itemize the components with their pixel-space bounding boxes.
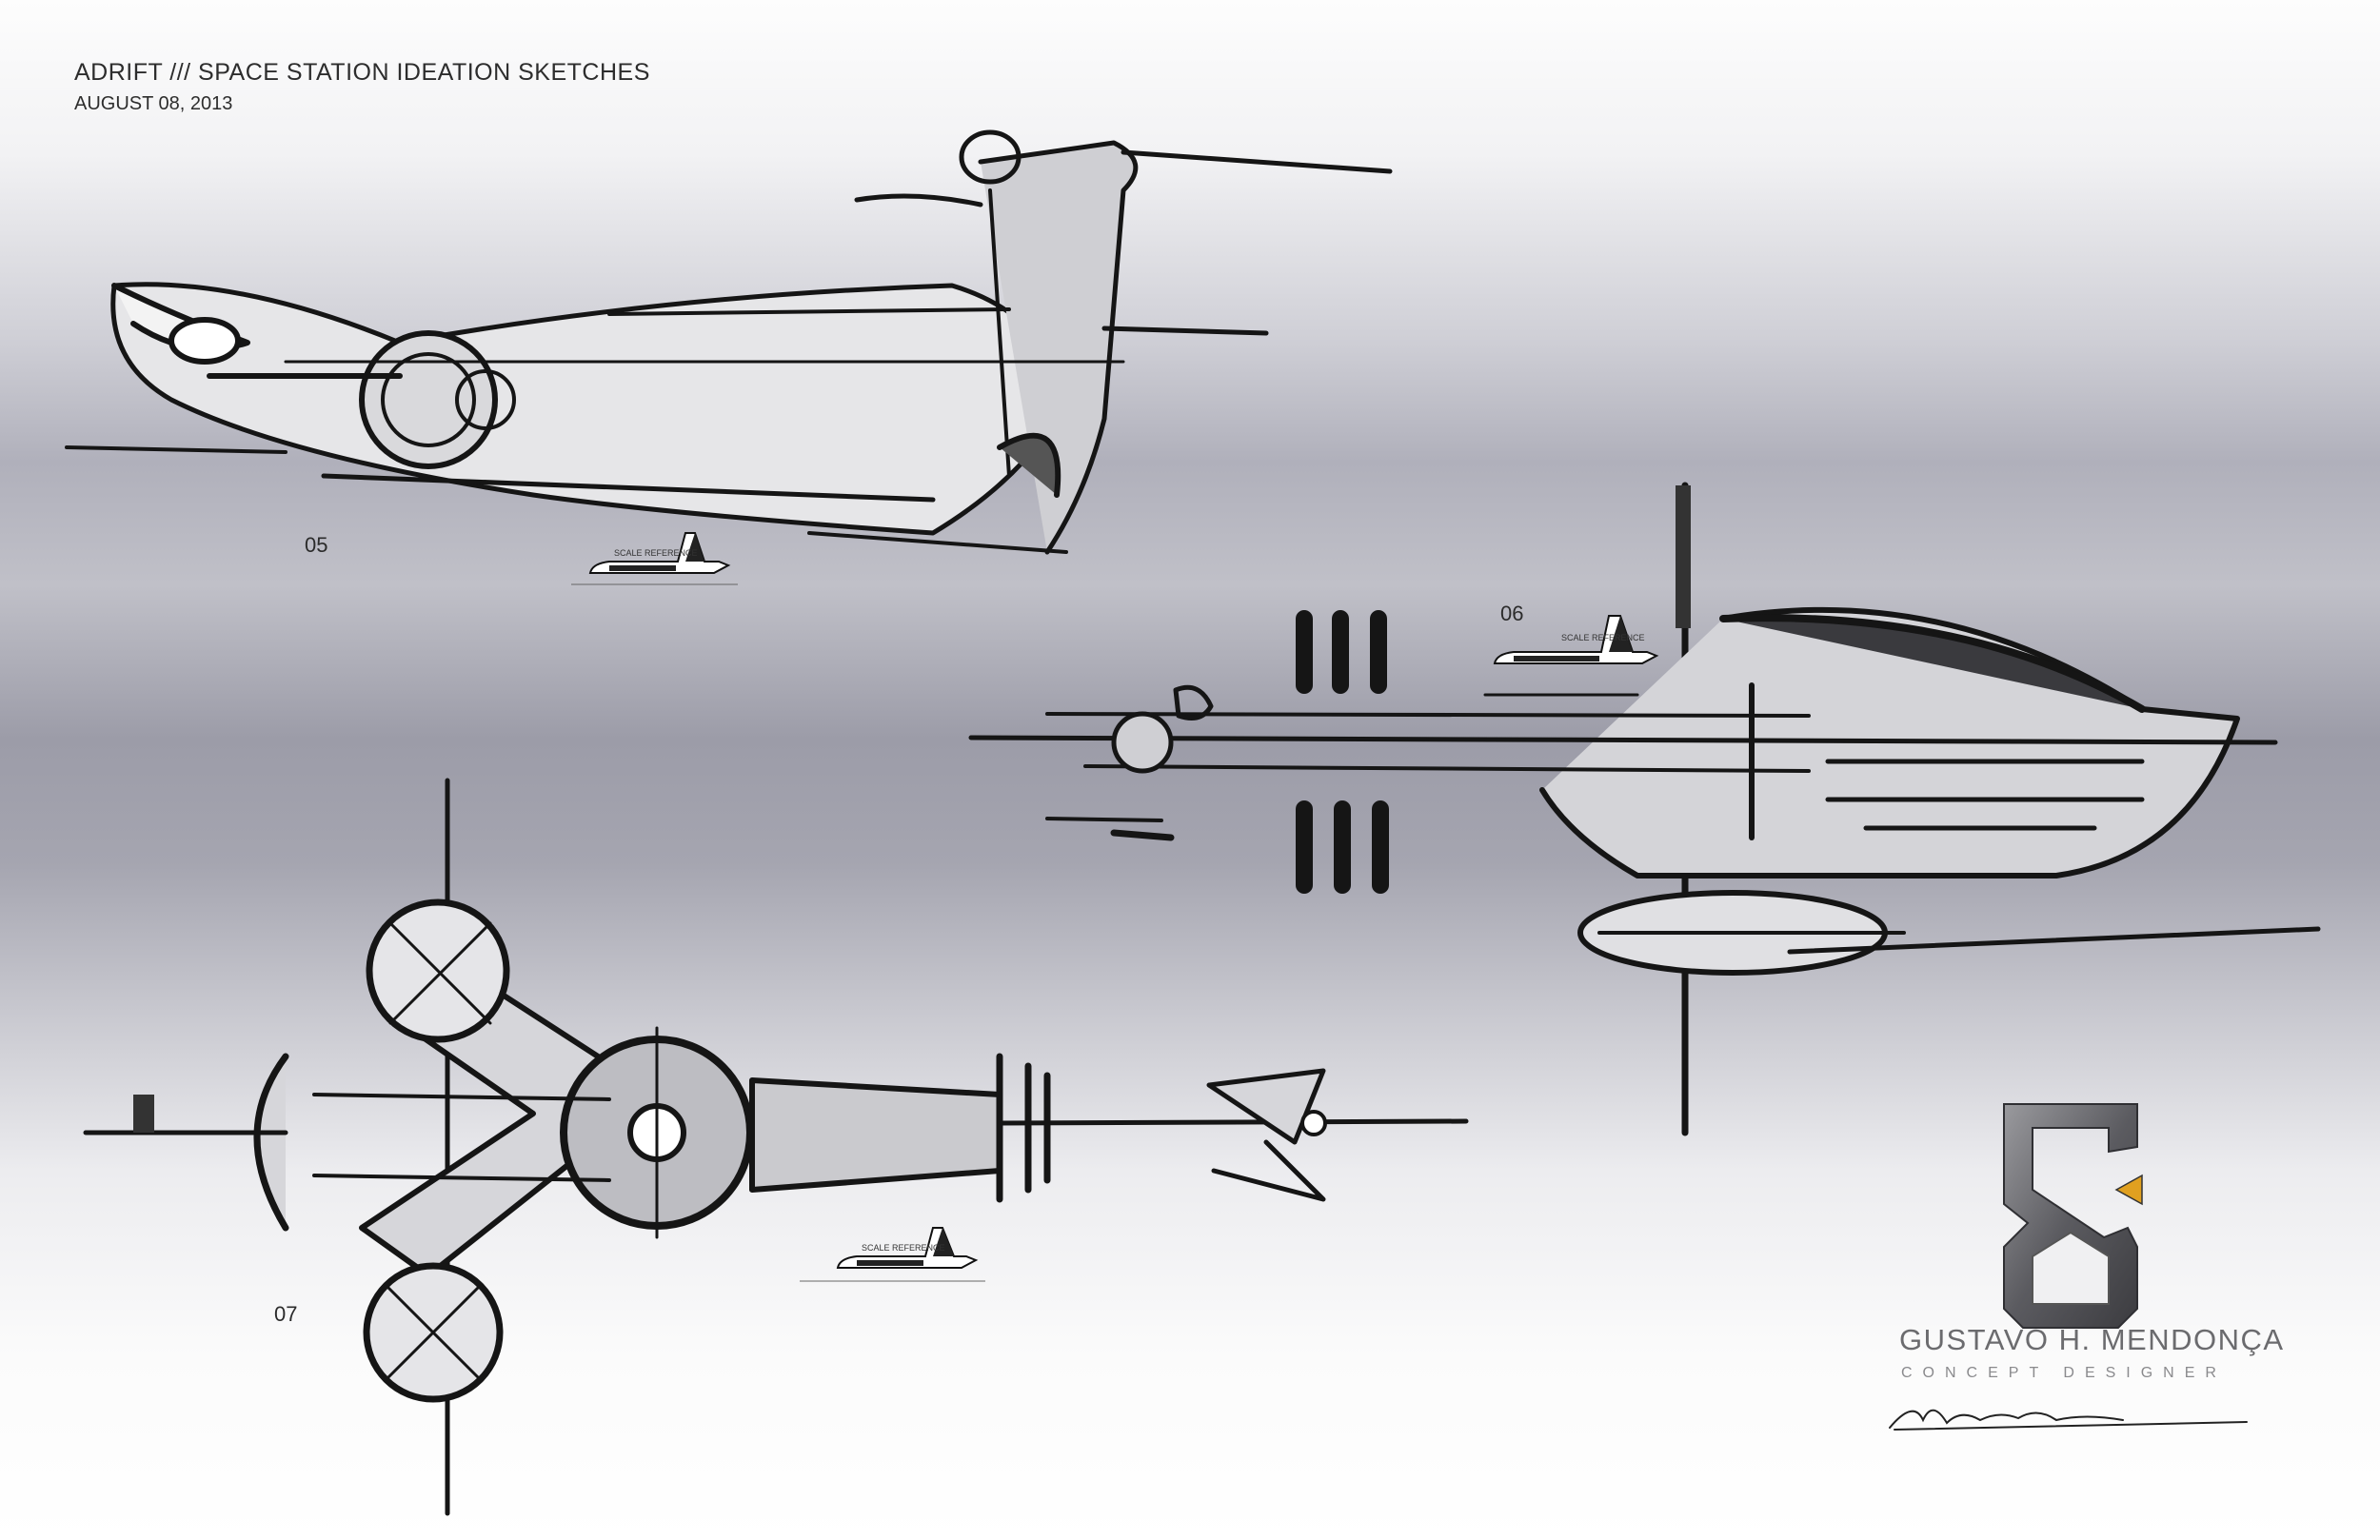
scale-reference-07: SCALE REFERENCE — [862, 1243, 945, 1253]
signature-icon — [1889, 1409, 2248, 1431]
sketch-05 — [65, 129, 1393, 555]
page-title: ADRIFT /// SPACE STATION IDEATION SKETCH… — [74, 59, 650, 86]
designer-role: CONCEPT DESIGNER — [1901, 1365, 2227, 1381]
sketch-label-07: 07 — [274, 1302, 298, 1326]
sketch-label-05: 05 — [305, 533, 328, 557]
scale-reference-06: SCALE REFERENCE — [1561, 633, 1645, 642]
designer-name: GUSTAVO H. MENDONÇA — [1899, 1323, 2285, 1356]
sketch-07 — [83, 778, 1469, 1516]
shuttle-icon: SCALE REFERENCE — [571, 532, 738, 585]
scale-reference-05: SCALE REFERENCE — [614, 548, 698, 558]
sketch-06 — [968, 482, 2321, 1136]
sketch-label-06: 06 — [1500, 602, 1524, 625]
page-date: AUGUST 08, 2013 — [74, 93, 233, 114]
shuttle-icon: SCALE REFERENCE — [800, 1227, 985, 1282]
shuttle-icon: SCALE REFERENCE — [1493, 615, 1659, 664]
designer-logo-icon — [2003, 1103, 2143, 1329]
